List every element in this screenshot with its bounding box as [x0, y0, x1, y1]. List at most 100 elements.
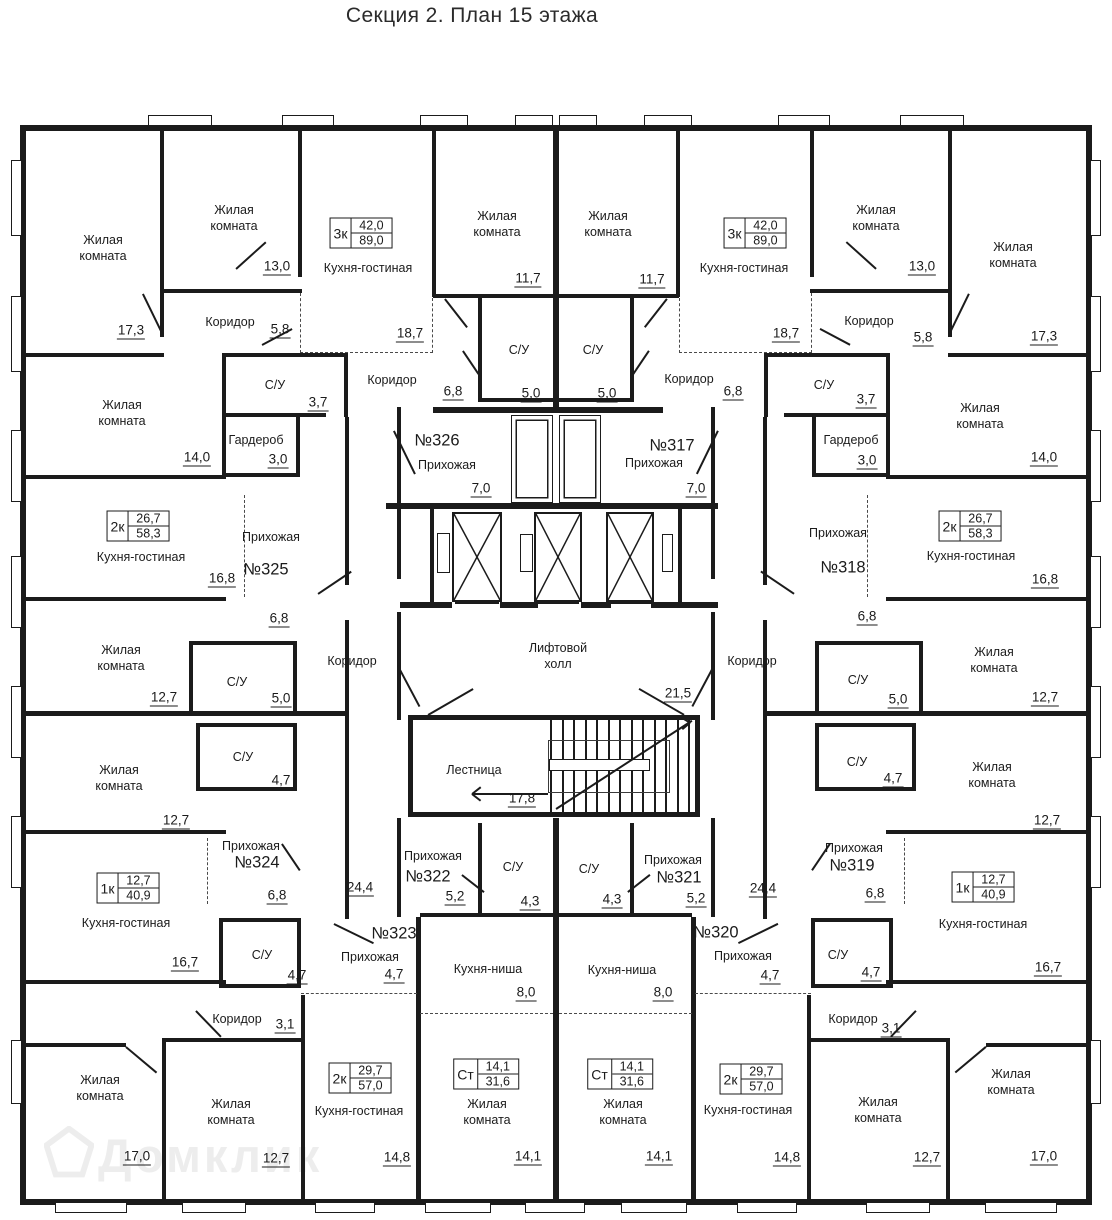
room-label: Жилая комната	[210, 202, 258, 233]
room-label: Коридор	[205, 314, 255, 329]
room-label: Прихожая	[222, 838, 280, 853]
window-mark	[11, 1040, 22, 1104]
room-area-label: 18,7	[771, 325, 801, 343]
room-area-label: 4,3	[519, 893, 541, 911]
apartment-number: №319	[829, 856, 875, 875]
room-label: Прихожая	[418, 457, 476, 472]
wall	[553, 131, 559, 413]
room-label: С/У	[508, 342, 530, 357]
wall	[432, 131, 436, 297]
wall	[386, 503, 718, 509]
wall	[164, 289, 302, 293]
wall	[397, 818, 401, 917]
room-label: Жилая комната	[79, 232, 127, 263]
elevator-shaft	[606, 512, 654, 602]
dashed-line	[559, 1013, 692, 1014]
badge-living-area: 14,1	[477, 1060, 518, 1075]
apartment-number: №320	[693, 923, 739, 942]
badge-total-area: 57,0	[749, 1079, 774, 1094]
wall	[196, 723, 297, 727]
wall	[20, 125, 26, 1205]
room-area-label: 4,7	[270, 772, 292, 790]
stair-direction-line	[472, 793, 548, 795]
room-label: Жилая комната	[968, 759, 1016, 790]
badge-living-area: 29,7	[350, 1064, 391, 1079]
room-area-label: 12,7	[161, 812, 191, 830]
wall	[886, 417, 890, 477]
stair-handrail	[549, 759, 650, 771]
wall	[912, 723, 916, 791]
wall	[919, 641, 923, 715]
room-label: Жилая комната	[989, 239, 1037, 270]
room-label: Жилая комната	[463, 1096, 511, 1127]
wall	[162, 1038, 166, 1199]
elevator-shaft	[452, 512, 502, 602]
vent-shaft	[559, 415, 601, 503]
room-label: Коридор	[844, 313, 894, 328]
window-mark	[1090, 686, 1101, 758]
wall	[297, 918, 301, 988]
door-swing	[632, 350, 650, 375]
room-area-label: 17,0	[122, 1148, 152, 1166]
room-area-label: 7,0	[470, 480, 492, 498]
wall	[408, 715, 700, 720]
dashed-line	[679, 352, 812, 353]
room-area-label: 3,0	[267, 451, 289, 469]
badge-total-area: 40,9	[981, 887, 1006, 902]
badge-total-area: 58,3	[968, 526, 993, 541]
wall	[416, 917, 421, 1199]
wall	[408, 715, 413, 817]
wall	[26, 353, 164, 357]
wall	[189, 641, 193, 715]
window-mark	[1090, 160, 1101, 236]
door-swing	[427, 688, 474, 716]
dashed-line	[301, 993, 417, 994]
wall	[886, 475, 1086, 479]
elevator-sill	[537, 601, 579, 604]
room-label: Прихожая	[825, 840, 883, 855]
apartment-number: №322	[405, 867, 451, 886]
dashed-line	[300, 352, 433, 353]
room-area-label: 5,0	[887, 691, 909, 709]
wall	[160, 131, 164, 337]
wall	[812, 417, 816, 475]
window-mark	[866, 1202, 930, 1213]
room-area-label: 17,0	[1029, 1148, 1059, 1166]
dashed-line	[811, 293, 812, 353]
badge-living-area: 26,7	[960, 512, 1001, 527]
room-area-label: 5,0	[270, 690, 292, 708]
room-label: Жилая комната	[956, 400, 1004, 431]
room-label: Кухня-гостиная	[938, 916, 1028, 931]
wall	[811, 918, 893, 922]
dashed-line	[432, 298, 433, 353]
wall	[815, 641, 923, 645]
dashed-line	[867, 495, 868, 597]
room-area-label: 16,8	[1030, 571, 1060, 589]
badge-type: Ст	[454, 1059, 478, 1089]
door-swing	[125, 1046, 158, 1074]
wall	[691, 917, 696, 1199]
wall	[811, 984, 893, 988]
window-mark	[11, 430, 22, 502]
badge-type: 2к	[330, 1063, 351, 1093]
room-area-label: 16,7	[170, 954, 200, 972]
stair-flight-outline	[548, 740, 670, 793]
wall	[630, 298, 634, 402]
room-label: Кухня-гостиная	[699, 260, 789, 275]
room-area-label: 11,7	[514, 270, 542, 288]
wall	[815, 723, 916, 727]
room-area-label: 4,7	[383, 966, 405, 984]
room-area-label: 6,8	[268, 610, 290, 628]
room-label: Жилая комната	[599, 1096, 647, 1127]
room-area-label: 4,7	[286, 967, 308, 985]
wall	[812, 473, 890, 477]
elevator-sill	[609, 601, 651, 604]
room-area-label: 8,0	[515, 984, 537, 1002]
window-mark	[1090, 1040, 1101, 1104]
apartment-number: №318	[820, 558, 866, 577]
badge-living-area: 12,7	[973, 873, 1014, 888]
room-area-label: 3,7	[855, 391, 877, 409]
wall	[676, 131, 680, 297]
